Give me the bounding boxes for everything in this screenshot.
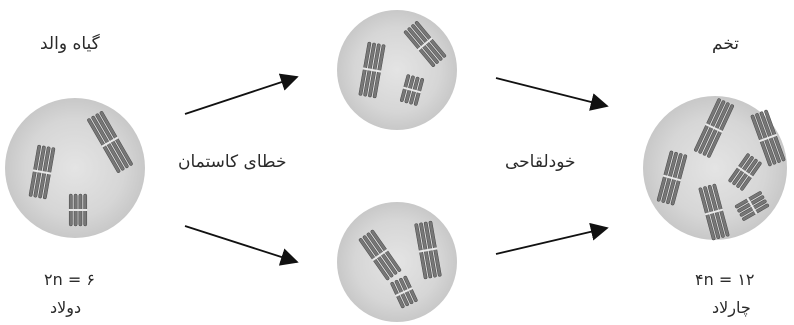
chromosome [399,74,425,106]
parent-ploidy-label: دولاد [50,298,82,317]
self-fertilization-label: خودلقاحی [505,152,576,172]
chromosome [694,98,734,158]
chromosome [403,21,447,67]
chromosome [750,109,786,167]
gamete-top-chromosomes [358,21,447,106]
arrow-parent-to-bottom [184,225,299,266]
seed-chromosomes [656,98,786,241]
gamete-cell-top [337,10,457,130]
gamete-bottom-chromosomes [358,220,442,309]
parent-plant-title: گیاه والد [40,34,100,54]
parent-chromosome-formula: ۲n = ۶ [44,270,95,289]
chromosome [28,144,56,200]
arrow-parent-to-top [184,73,299,115]
chromosome [698,183,730,241]
parent-cell [5,98,145,238]
seed-ploidy-label: چارلاد [712,298,751,317]
chromosome [728,153,762,191]
chromosome [734,191,770,221]
parent-chromosomes [28,111,133,227]
chromosome [68,193,88,227]
chromosome [87,111,133,173]
chromosome [656,150,688,206]
arrow-bottom-to-seed [495,222,609,255]
arrow-top-to-seed [495,77,609,111]
meiosis-error-label: خطای کاستمان [178,152,287,172]
seed-chromosome-formula: ۴n = ۱۲ [695,270,755,289]
chromosome [358,229,402,281]
chromosome [390,275,418,309]
chromosome [358,41,386,99]
seed-title: تخم [712,34,740,54]
chromosome [414,220,442,280]
